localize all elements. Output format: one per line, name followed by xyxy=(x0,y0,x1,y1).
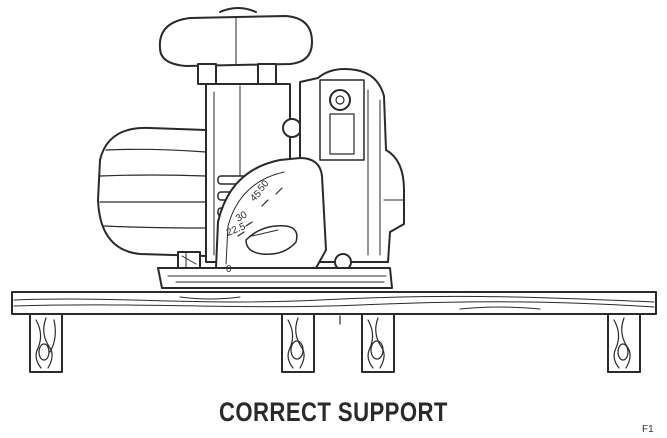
circular-saw xyxy=(98,8,404,288)
support-block-center-left xyxy=(282,314,314,372)
figure-caption: CORRECT SUPPORT xyxy=(60,397,607,428)
figure-reference: F1 xyxy=(642,424,654,435)
support-block-center-right xyxy=(362,314,394,372)
workpiece-board xyxy=(12,292,656,324)
support-block-right xyxy=(608,314,640,372)
saw-base-shoe xyxy=(158,268,392,288)
support-block-left xyxy=(30,314,62,372)
bevel-label-0: 0 xyxy=(226,264,232,275)
saw-motor-housing xyxy=(98,128,206,256)
